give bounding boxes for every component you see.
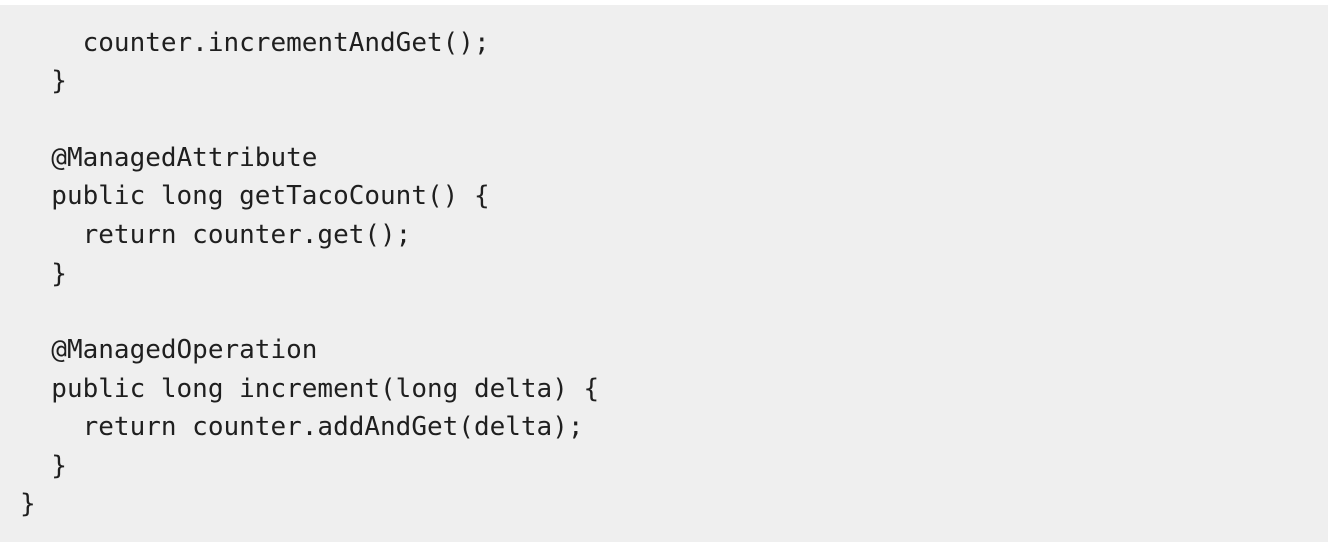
code-line: } bbox=[20, 66, 67, 96]
code-line: @ManagedOperation bbox=[20, 335, 318, 365]
code-line: public long increment(long delta) { bbox=[20, 374, 600, 404]
code-line: counter.incrementAndGet(); bbox=[20, 28, 490, 58]
code-line: } bbox=[20, 259, 67, 289]
code-line: } bbox=[20, 451, 67, 481]
code-listing: counter.incrementAndGet(); } @ManagedAtt… bbox=[0, 5, 1328, 542]
code-line: return counter.addAndGet(delta); bbox=[20, 412, 584, 442]
code-line: return counter.get(); bbox=[20, 220, 412, 250]
code-line: @ManagedAttribute bbox=[20, 143, 318, 173]
code-line: } bbox=[20, 489, 36, 519]
code-line: public long getTacoCount() { bbox=[20, 181, 490, 211]
